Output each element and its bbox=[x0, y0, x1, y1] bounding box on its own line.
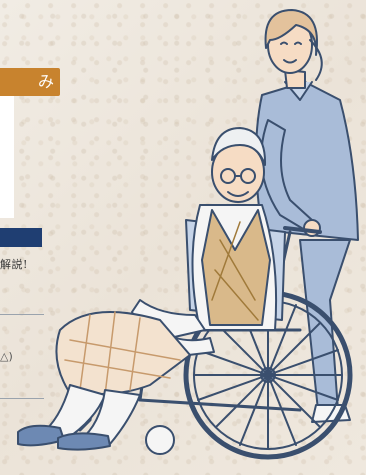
category-tag: み bbox=[0, 68, 60, 96]
section-caption: 解説! bbox=[0, 256, 28, 272]
category-tag-label: み bbox=[37, 72, 54, 91]
divider-bottom bbox=[0, 398, 44, 399]
white-card-edge bbox=[0, 96, 14, 218]
section-header-bar bbox=[0, 228, 42, 247]
side-mark: △) bbox=[0, 350, 13, 363]
elderly-man-figure bbox=[17, 127, 286, 451]
section-caption-text: 解説! bbox=[0, 258, 28, 271]
divider-top bbox=[0, 314, 44, 315]
front-caster-wheel bbox=[145, 425, 175, 455]
